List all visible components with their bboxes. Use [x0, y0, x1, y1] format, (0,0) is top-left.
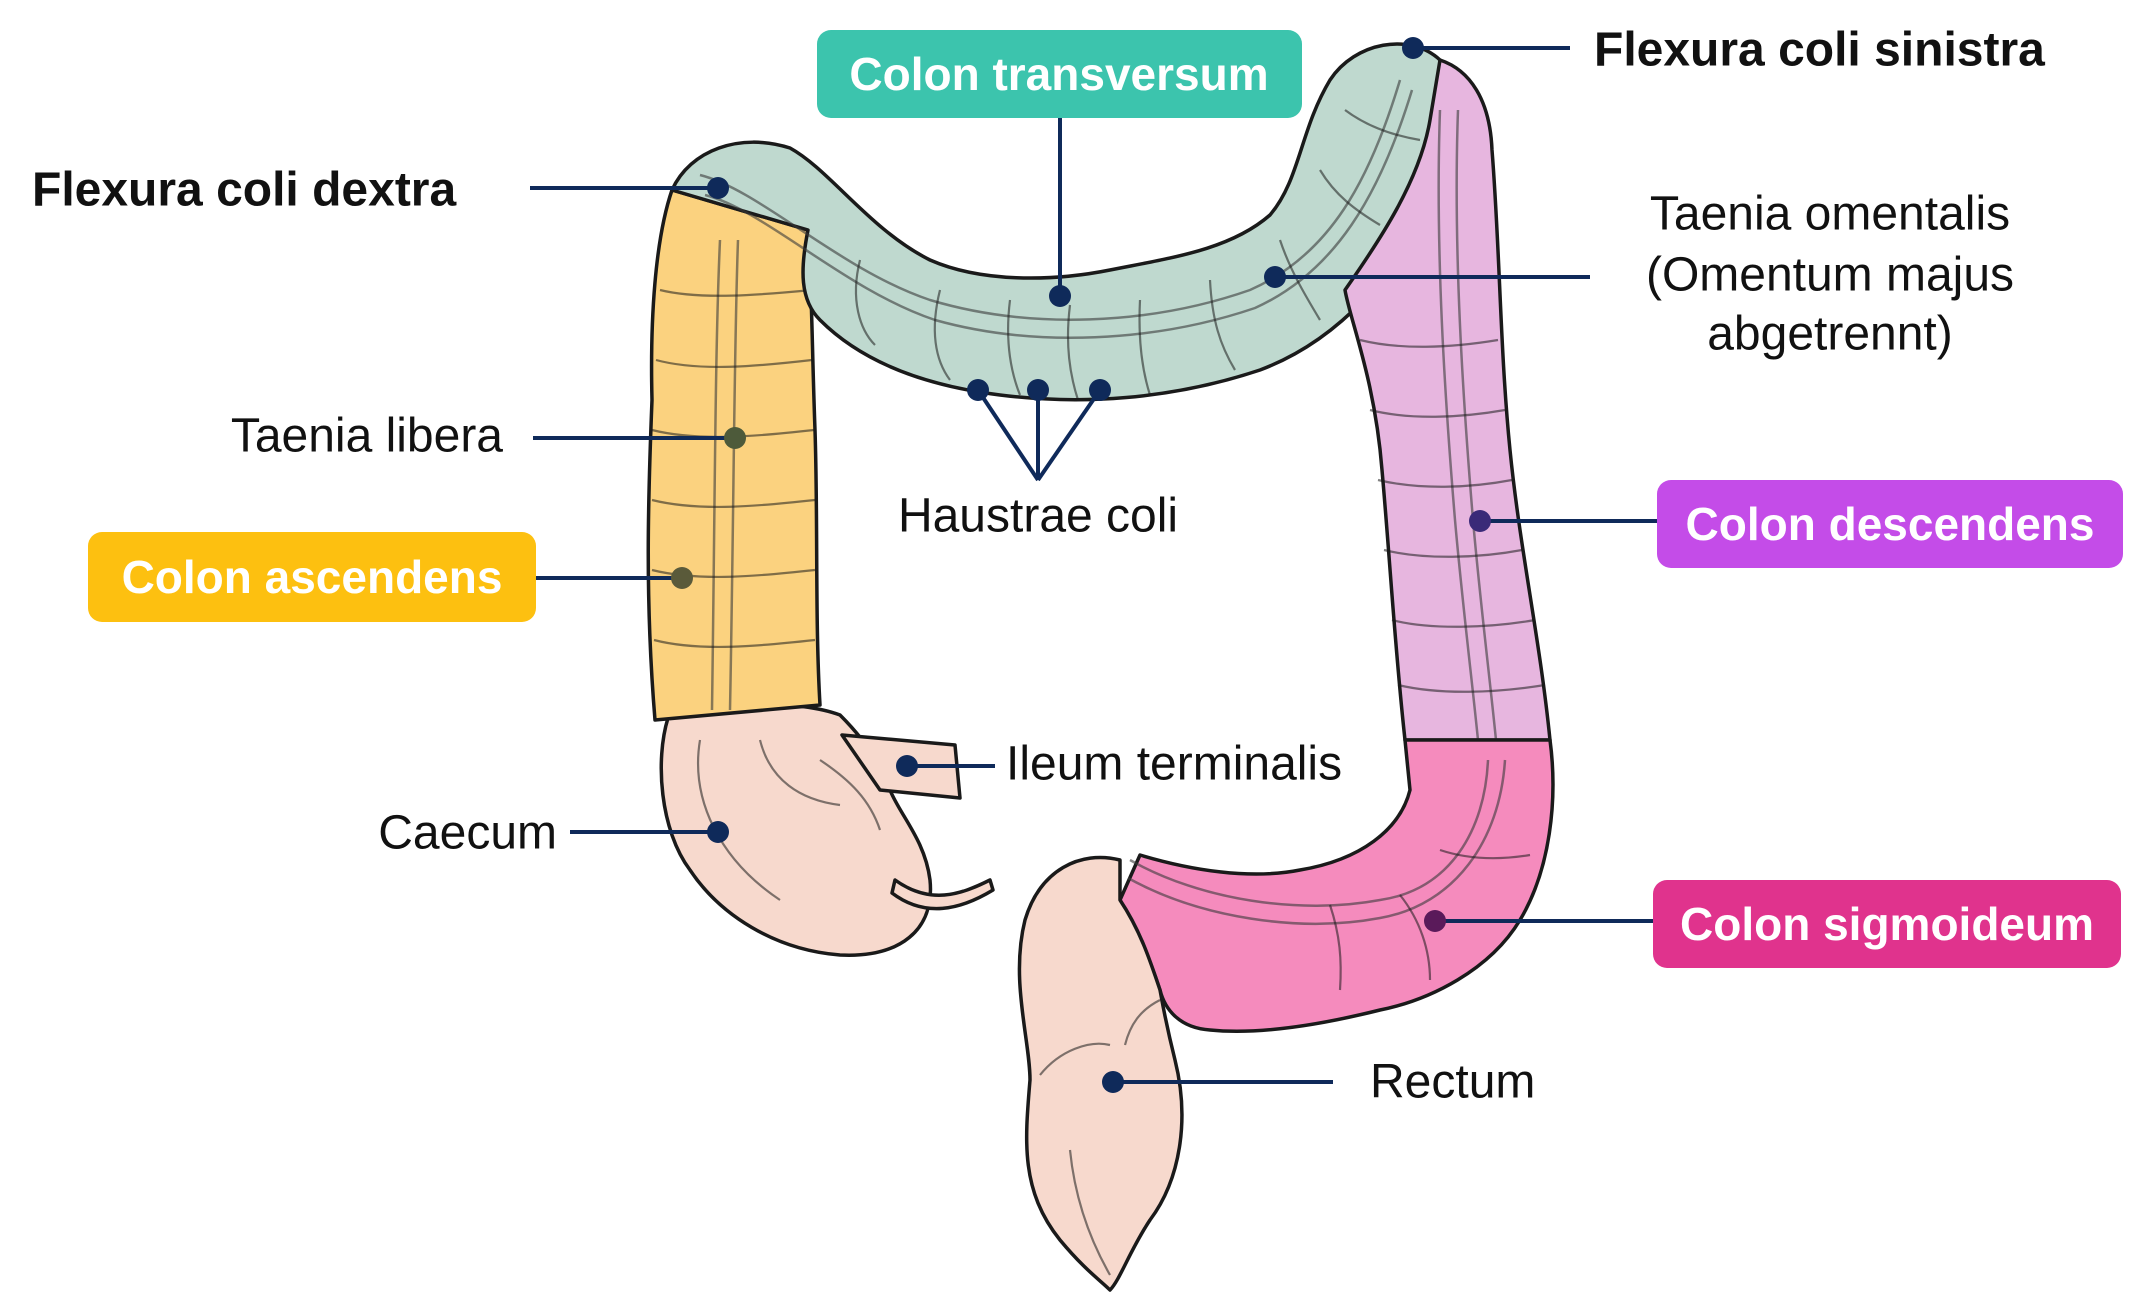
tag-colon-ascendens-bg	[88, 532, 536, 622]
ileum-terminalis-dot	[896, 755, 918, 777]
tag-colon-transversum: Colon transversum	[817, 30, 1302, 118]
label-taenia-omentalis-line3: abgetrennt)	[1707, 308, 1953, 361]
flexura-sinistra-dot	[1402, 37, 1424, 59]
colon-transversum-dot	[1049, 285, 1071, 307]
rectum-dot	[1102, 1071, 1124, 1093]
label-caecum: Caecum	[378, 807, 557, 860]
tag-colon-descendens: Colon descendens	[1657, 480, 2123, 568]
tag-colon-sigmoideum-bg	[1653, 880, 2121, 968]
haustrae-dot-3	[1089, 379, 1111, 401]
rectum-shape	[1017, 855, 1184, 1292]
tag-colon-descendens-bg	[1657, 480, 2123, 568]
tag-colon-sigmoideum: Colon sigmoideum	[1653, 880, 2121, 968]
label-haustrae-coli: Haustrae coli	[898, 490, 1178, 543]
haustrae-dot-2	[1027, 379, 1049, 401]
tag-colon-ascendens: Colon ascendens	[88, 532, 536, 622]
tag-colon-sigmoideum-text: Colon sigmoideum	[1680, 898, 2094, 950]
label-taenia-omentalis: Taenia omentalis	[1650, 188, 2010, 241]
caecum-dot	[707, 821, 729, 843]
tag-colon-transversum-bg	[817, 30, 1302, 118]
colon-descendens-dot	[1469, 510, 1491, 532]
taenia-libera-dot	[724, 427, 746, 449]
leader-lines	[530, 37, 1657, 1093]
label-flexura-coli-sinistra: Flexura coli sinistra	[1594, 24, 2045, 77]
label-flexura-coli-dextra: Flexura coli dextra	[32, 164, 456, 217]
label-taenia-libera: Taenia libera	[231, 410, 503, 463]
haustrae-dot-1	[967, 379, 989, 401]
taenia-omentalis-dot	[1264, 266, 1286, 288]
colon-sigmoideum-dot	[1424, 910, 1446, 932]
label-taenia-omentalis-line2: (Omentum majus	[1646, 249, 2014, 302]
large-intestine	[646, 42, 1555, 1292]
label-ileum-terminalis: Ileum terminalis	[1006, 738, 1342, 791]
flexura-dextra-dot	[707, 177, 729, 199]
label-rectum: Rectum	[1370, 1056, 1535, 1109]
appendix-shape	[890, 878, 995, 911]
tag-colon-descendens-text: Colon descendens	[1686, 498, 2095, 550]
tag-colon-ascendens-text: Colon ascendens	[122, 551, 503, 603]
colon-ascendens-dot	[671, 567, 693, 589]
tag-colon-transversum-text: Colon transversum	[849, 48, 1268, 100]
